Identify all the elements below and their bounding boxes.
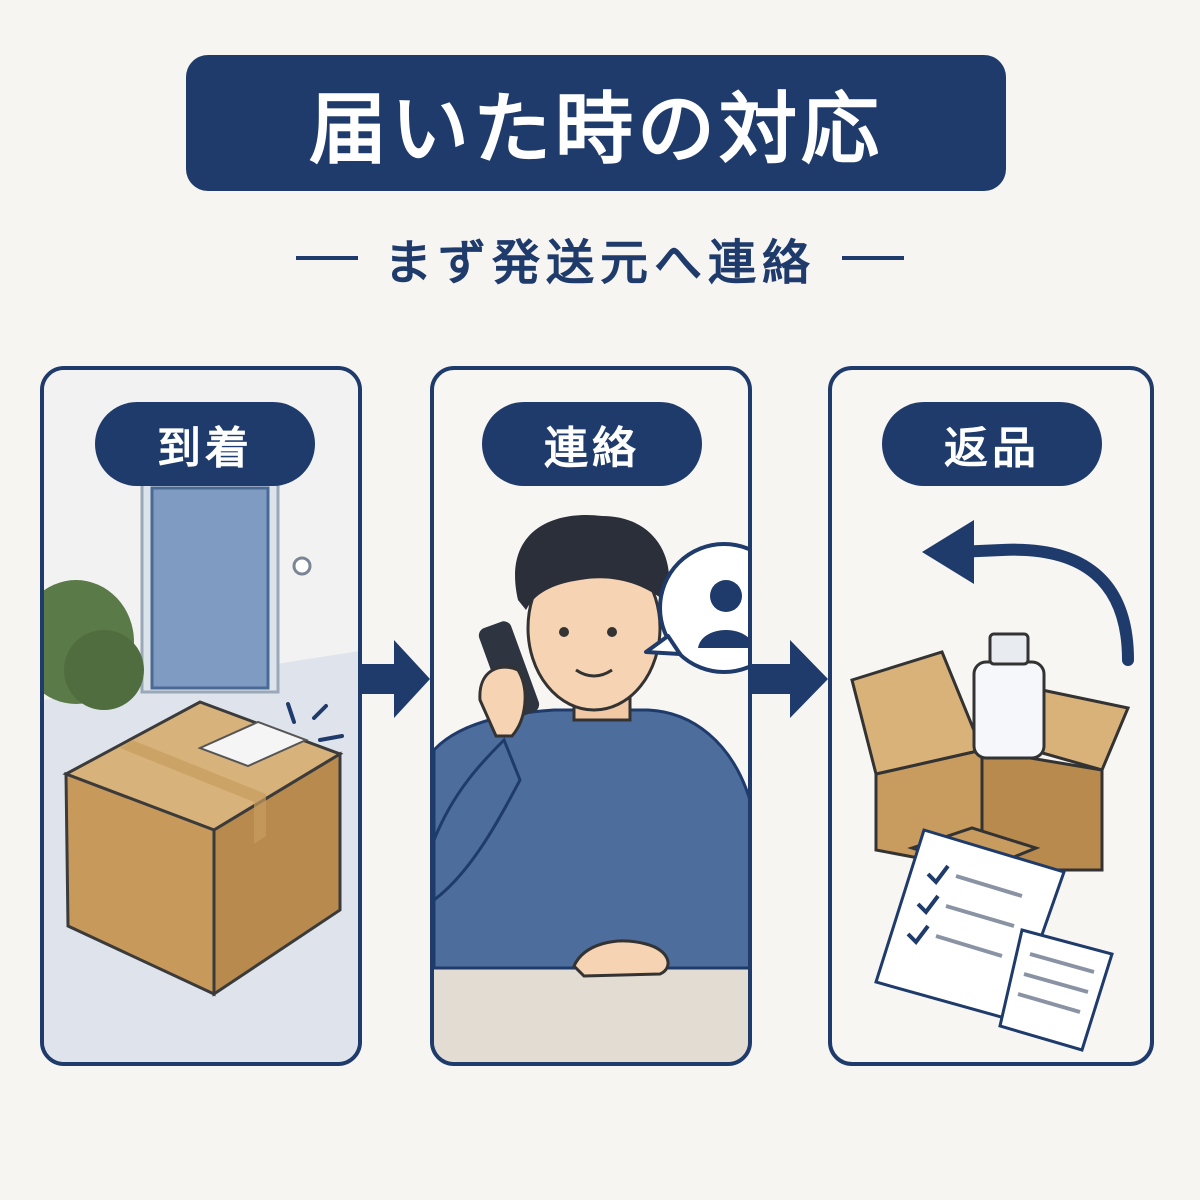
arrow-right-icon: [360, 640, 430, 718]
arrow-right-icon: [752, 640, 828, 718]
subtitle-right-line: [842, 256, 904, 260]
subtitle: まず発送元へ連絡: [383, 235, 816, 291]
phone-call-person-icon: [434, 514, 748, 1062]
return-box-icon: [850, 520, 1134, 1052]
step-panel-arrival: 到着: [40, 366, 362, 1066]
title-banner: 届いた時の対応: [186, 55, 1006, 191]
step-label-contact: 連絡: [482, 402, 702, 486]
step-label-arrival: 到着: [95, 402, 315, 486]
subtitle-left-line: [295, 256, 358, 260]
subtitle-row: まず発送元へ連絡: [0, 228, 1200, 291]
step-label-return: 返品: [882, 402, 1102, 486]
page-title: 届いた時の対応: [308, 85, 883, 175]
step-panel-return: 返品: [828, 366, 1154, 1066]
step-panel-contact: 連絡: [430, 366, 752, 1066]
